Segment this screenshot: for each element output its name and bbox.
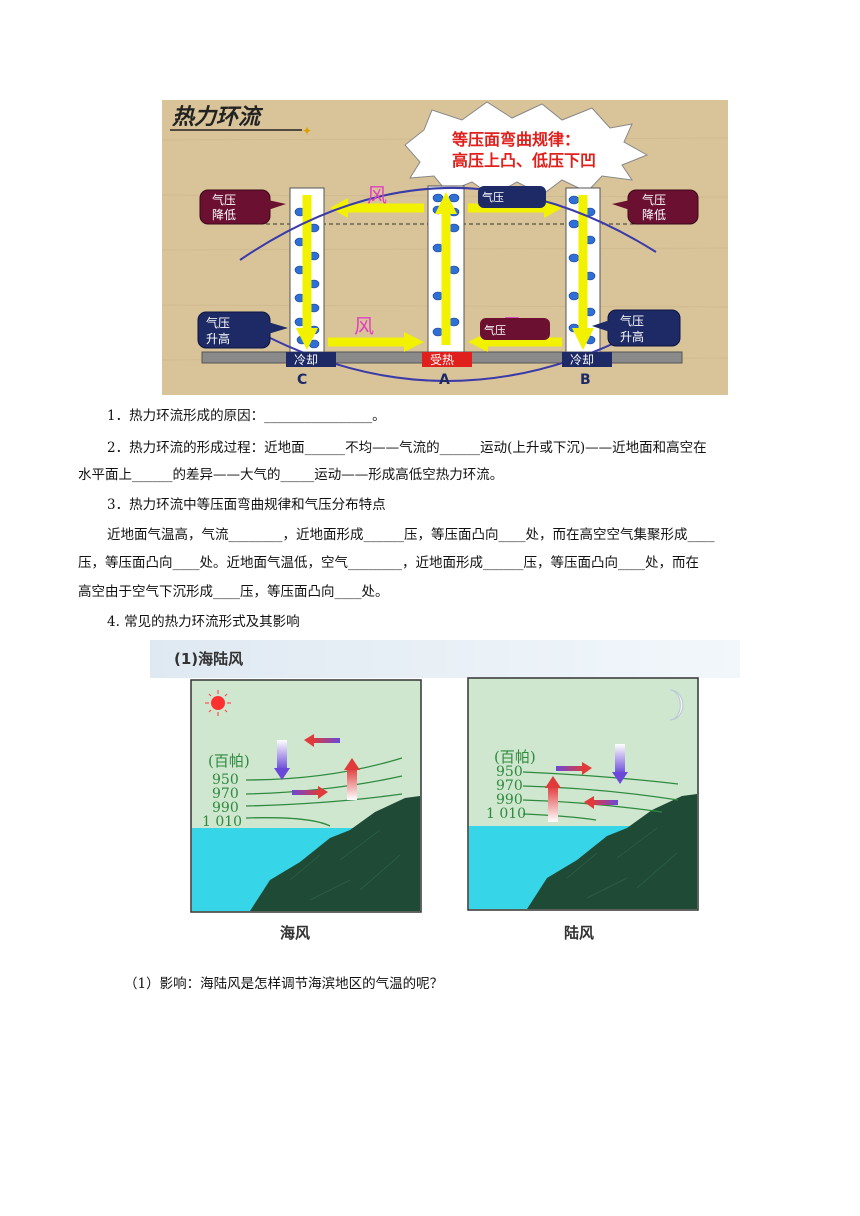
question-4-title: 4. 常见的热力环流形式及其影响 (107, 614, 300, 630)
sun-icon (205, 690, 231, 716)
svg-text:气压: 气压 (620, 313, 644, 328)
svg-text:升高: 升高 (206, 331, 230, 346)
svg-text:(百帕): (百帕) (208, 752, 250, 770)
svg-text:970: 970 (496, 778, 523, 794)
svg-text:(百帕): (百帕) (494, 748, 536, 766)
land-breeze-panel: (百帕) 950 970 990 1 010 (467, 677, 699, 911)
svg-text:气压: 气压 (482, 190, 504, 204)
column-b (565, 187, 601, 353)
caption-land-breeze: 陆风 (564, 924, 594, 942)
pressure-rise-left: 气压 升高 (197, 311, 288, 349)
column-c (289, 187, 325, 353)
point-b: B (580, 372, 591, 388)
cooling-label-c: 冷却 (294, 353, 318, 367)
svg-text:气压: 气压 (642, 192, 666, 207)
callout-line-2: 高压上凸、低压下凹 (452, 151, 596, 170)
svg-text:升高: 升高 (620, 329, 644, 344)
point-c: C (297, 372, 307, 388)
question-3-line-1: 近地面气温高，气流________，近地面形成______压，等压面凸向____… (107, 527, 715, 543)
caption-sea-breeze: 海风 (280, 924, 310, 942)
svg-text:气压: 气压 (206, 315, 230, 330)
sea-breeze-panel: (百帕) 950 970 990 1 010 (190, 679, 422, 913)
pressure-drop-left: 气压 降低 (199, 189, 286, 225)
point-a: A (439, 372, 450, 388)
pressure-mid-lower: 气压 (480, 318, 550, 340)
svg-text:降低: 降低 (642, 208, 666, 222)
callout-line-1: 等压面弯曲规律： (451, 130, 580, 149)
wind-label-upper-left: 风 (367, 183, 387, 207)
thermal-circulation-figure: 热力环流 ✦ 等压面弯曲规律： 高压上凸、低压下凹 (162, 100, 728, 395)
pressure-drop-right: 气压 降低 (612, 189, 699, 225)
pressure-rise-right: 气压 升高 (592, 309, 681, 347)
svg-text:970: 970 (212, 786, 239, 802)
svg-text:降低: 降低 (212, 208, 236, 222)
wind-label-lower-left: 风 (354, 314, 374, 338)
pressure-mid-upper: 气压 (478, 186, 546, 208)
figure-title: 热力环流 (171, 104, 264, 130)
question-1: 1．热力环流形成的原因：________________。 (107, 408, 386, 424)
question-3-line-3: 高空由于空气下沉形成____压，等压面凸向____处。 (78, 584, 389, 600)
cooling-label-b: 冷却 (570, 353, 594, 367)
svg-text:950: 950 (212, 772, 239, 788)
svg-text:气压: 气压 (212, 192, 236, 207)
heating-label-a: 受热 (430, 353, 454, 367)
svg-text:气压: 气压 (484, 323, 506, 337)
question-3-title: 3．热力环流中等压面弯曲规律和气压分布特点 (107, 497, 386, 513)
svg-text:✦: ✦ (302, 124, 312, 138)
question-2-line-2: 水平面上______的差异——大气的_____运动——形成高低空热力环流。 (78, 467, 504, 483)
svg-text:1 010: 1 010 (202, 814, 242, 830)
sea-land-breeze-figure: (1)海陆风 (150, 640, 740, 960)
question-3-line-2: 压，等压面凸向____处。近地面气温低，空气________，近地面形成____… (78, 555, 699, 571)
svg-text:990: 990 (496, 792, 523, 808)
column-a (427, 185, 465, 353)
svg-text:950: 950 (496, 764, 523, 780)
moon-icon (669, 689, 684, 721)
pressure-rule-callout: 等压面弯曲规律： 高压上凸、低压下凹 (404, 101, 649, 197)
question-2-line-1: 2．热力环流的形成过程：近地面______不均——气流的______运动(上升或… (107, 440, 707, 456)
svg-text:1 010: 1 010 (486, 806, 526, 822)
question-4-1: （1）影响：海陆风是怎样调节海滨地区的气温的呢？ (124, 976, 444, 992)
svg-text:990: 990 (212, 800, 239, 816)
figure2-header: (1)海陆风 (174, 650, 243, 668)
